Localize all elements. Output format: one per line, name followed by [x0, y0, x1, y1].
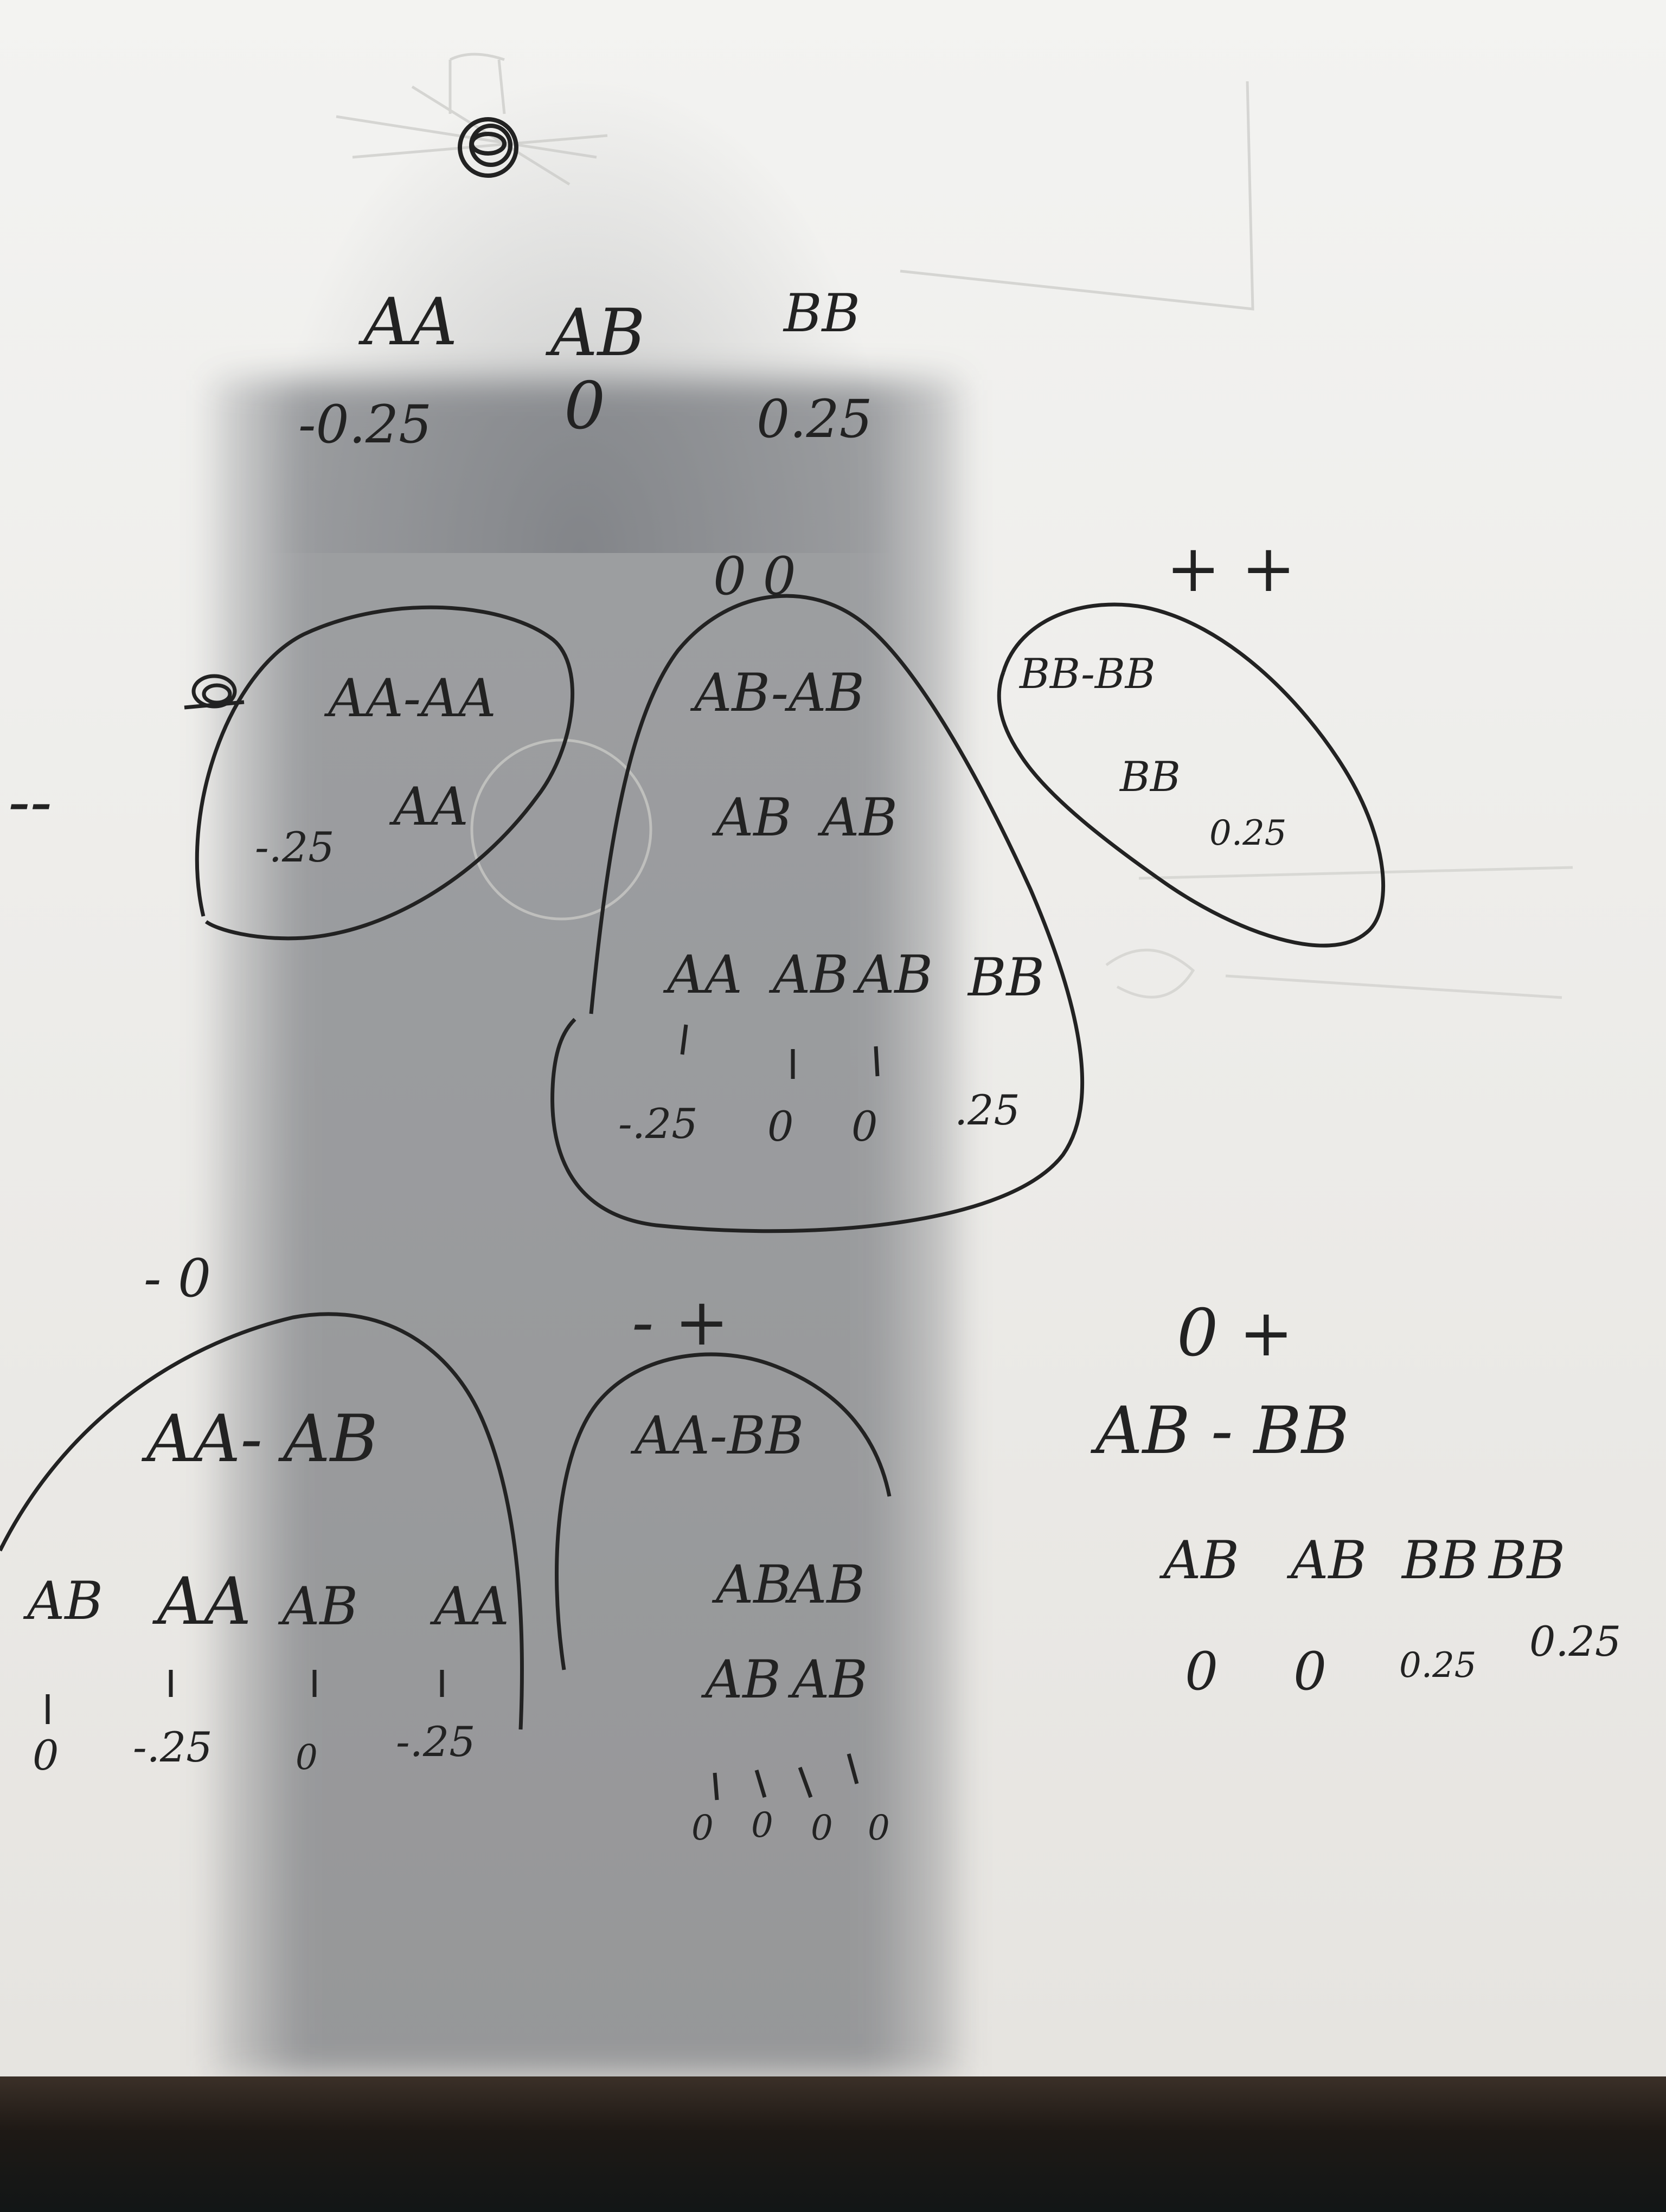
minus-minus-pair: AA-AA	[328, 668, 496, 729]
side-label-minus-minus: --	[8, 764, 53, 840]
zero-zero-offspring-4: BB	[968, 947, 1045, 1008]
header-genotype-bb: BB	[784, 283, 861, 344]
minus-plus-value-1: 0	[691, 1808, 714, 1848]
plus-plus-offspring: BB	[1120, 753, 1181, 801]
zero-plus-value-2: 0	[1293, 1641, 1327, 1702]
plus-plus-pair: BB-BB	[1020, 650, 1156, 698]
minus-plus-value-4: 0	[868, 1808, 890, 1848]
header-value-ab: 0	[564, 369, 606, 444]
loop-plus-plus	[997, 602, 1385, 948]
minus-zero-pair: AA- AB	[146, 1401, 378, 1477]
tick-marks-minus-zero	[46, 1670, 444, 1724]
zero-plus-value-1: 0	[1185, 1641, 1219, 1702]
paper-sheet: AA AB BB -0.25 0 0.25 -- AA-AA AA -.25 0…	[0, 0, 1666, 2076]
plus-plus-label: + +	[1166, 531, 1296, 607]
zero-plus-value-4: 0.25	[1529, 1617, 1622, 1666]
header-value-aa: -0.25	[298, 394, 432, 455]
faint-background-marks	[470, 738, 1573, 999]
hand-shadow-top	[260, 65, 900, 553]
zero-plus-offspring-3: BB	[1402, 1530, 1479, 1591]
minus-minus-offspring: AA	[393, 776, 469, 837]
zero-plus-label: 0 +	[1177, 1296, 1294, 1371]
minus-zero-offspring-3: AB	[282, 1576, 358, 1637]
minus-plus-offspring-3: AB	[705, 1649, 781, 1710]
minus-plus-offspring-1: AB	[716, 1554, 792, 1615]
minus-plus-offspring-4: AB	[792, 1649, 868, 1710]
small-scribble-mark	[184, 674, 245, 710]
header-genotype-aa: AA	[363, 285, 458, 360]
zero-plus-value-3: 0.25	[1399, 1645, 1477, 1686]
minus-zero-label: - 0	[144, 1248, 212, 1309]
scribble-mark	[458, 117, 518, 178]
header-value-bb: 0.25	[757, 389, 873, 449]
zero-plus-offspring-4: BB	[1489, 1530, 1566, 1591]
zero-zero-gamete-1: AB	[716, 787, 792, 848]
zero-zero-offspring-1: AA	[667, 944, 742, 1005]
minus-zero-offspring-2: AA	[157, 1564, 252, 1639]
minus-plus-value-2: 0	[751, 1805, 773, 1846]
zero-zero-pair: AB-AB	[694, 663, 864, 723]
minus-plus-offspring-2: AB	[789, 1554, 865, 1615]
zero-zero-value-4: .25	[954, 1086, 1020, 1134]
zero-zero-offspring-2: AB	[773, 944, 849, 1005]
zero-zero-gamete-2: AB	[822, 787, 898, 848]
minus-zero-value-2: -.25	[133, 1723, 213, 1771]
minus-plus-label: - +	[632, 1285, 729, 1360]
desk-surface	[0, 2076, 1666, 2212]
zero-plus-pair: AB - BB	[1095, 1393, 1350, 1469]
minus-plus-value-3: 0	[811, 1808, 833, 1848]
minus-zero-value-1: 0	[33, 1731, 59, 1779]
minus-zero-value-3: 0	[296, 1738, 318, 1778]
loop-minus-zero	[0, 1312, 524, 1730]
faint-sketch	[336, 53, 1254, 311]
minus-zero-offspring-1: AB	[27, 1571, 103, 1631]
header-genotype-ab: AB	[550, 295, 645, 371]
minus-zero-offspring-4: AA	[434, 1576, 509, 1637]
ink-strokes	[0, 53, 1573, 1801]
plus-plus-value: 0.25	[1209, 813, 1287, 853]
loop-minus-minus	[195, 605, 574, 941]
minus-plus-pair: AA-BB	[635, 1405, 804, 1466]
minus-minus-value: -.25	[255, 823, 335, 871]
zero-zero-value-1: -.25	[618, 1099, 698, 1148]
tick-marks-zero-zero	[680, 1024, 880, 1079]
zero-zero-label: 0 0	[713, 546, 796, 607]
loop-zero-zero	[550, 594, 1085, 1233]
tick-marks-minus-plus	[713, 1753, 859, 1801]
zero-zero-offspring-3: AB	[857, 944, 933, 1005]
zero-zero-value-3: 0	[851, 1102, 878, 1150]
minus-zero-value-4: -.25	[396, 1718, 476, 1766]
zero-plus-offspring-1: AB	[1163, 1530, 1239, 1591]
zero-zero-value-2: 0	[767, 1102, 794, 1150]
loop-minus-plus	[555, 1352, 892, 1670]
zero-plus-offspring-2: AB	[1291, 1530, 1367, 1591]
